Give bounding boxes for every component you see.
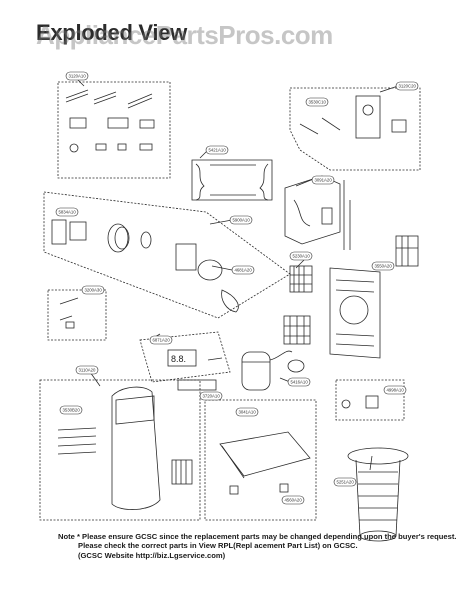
control-panel: 8.8.	[139, 331, 231, 391]
callout-fan-assembly: 5900A10	[229, 215, 253, 225]
callout-fan-motor: 4681A20	[231, 265, 255, 275]
page-header: Exploded View AppliancePartsPros.com	[36, 20, 416, 52]
svg-text:3041A10: 3041A10	[239, 410, 257, 415]
cabinet-top-panel	[284, 175, 351, 250]
fan-assembly-group	[43, 191, 291, 319]
svg-text:3200A30: 3200A30	[85, 288, 103, 293]
note-line-1: Note * Please ensure GCSC since the repl…	[58, 532, 457, 541]
svg-text:3530C10: 3530C10	[309, 100, 327, 105]
svg-text:3530B20: 3530B20	[63, 408, 81, 413]
callout-fan-housing: 5834A10	[55, 207, 79, 217]
evaporator-coil	[191, 159, 273, 201]
svg-text:5416A10: 5416A10	[291, 380, 309, 385]
main-cabinet	[39, 379, 201, 521]
callout-drain-cap: 4998A10	[383, 385, 407, 395]
accessory-kit-group	[57, 81, 171, 179]
filter-screen	[283, 235, 419, 345]
svg-text:4998A10: 4998A10	[387, 388, 405, 393]
svg-text:3110A20: 3110A20	[79, 368, 96, 373]
svg-text:6871A20: 6871A20	[153, 338, 171, 343]
svg-text:4560A20: 4560A20	[285, 498, 303, 503]
svg-text:5834A10: 5834A10	[59, 210, 77, 215]
callout-control-panel: 3720A10	[199, 391, 223, 401]
watermark: AppliancePartsPros.com	[36, 20, 333, 50]
callout-compressor: 5416A10	[287, 377, 311, 387]
svg-text:3091A20: 3091A20	[315, 178, 333, 183]
callout-filter: 5230A10	[289, 251, 313, 261]
compressor	[241, 350, 305, 391]
base-pan	[204, 399, 317, 521]
svg-text:3550A20: 3550A20	[375, 264, 393, 269]
callout-misc-left: 3200A30	[81, 285, 105, 295]
callout-kit: 3120A10	[65, 71, 89, 81]
svg-text:3720A10: 3720A10	[203, 394, 221, 399]
replacement-note: Note * Please ensure GCSC since the repl…	[58, 532, 457, 560]
callout-filter-frame: 3550A20	[371, 261, 395, 271]
note-line-3: (GCSC Website http://biz.Lgservice.com)	[78, 550, 226, 560]
filter-frame	[329, 267, 381, 359]
drain-cap-group	[335, 379, 405, 421]
misc-part-group	[47, 289, 107, 341]
svg-text:5900A10: 5900A10	[233, 218, 251, 223]
callout-cabinet-top: 3091A20	[311, 175, 335, 185]
callout-top-right: 3120C20	[395, 81, 419, 91]
svg-text:3120C20: 3120C20	[399, 84, 417, 89]
callout-exhaust-hose: 5251A20	[333, 477, 357, 487]
callout-cabinet-front: 3110A20	[75, 365, 99, 375]
svg-text:5230A10: 5230A10	[293, 254, 311, 259]
callout-evap-frame: 5421A10	[205, 145, 229, 155]
svg-text:5251A20: 5251A20	[337, 480, 355, 485]
rear-cover-group	[289, 87, 421, 171]
svg-text:8.8.: 8.8.	[171, 354, 186, 364]
callout-display-pcb: 6871A20	[149, 335, 173, 345]
exhaust-hose	[347, 447, 409, 542]
note-line-2: Please check the correct parts in View R…	[78, 541, 358, 551]
callout-front-grille: 3530B20	[59, 405, 83, 415]
svg-text:3120A10: 3120A10	[69, 74, 87, 79]
callout-rear-cover: 3530C10	[305, 97, 329, 107]
page-title: Exploded View	[36, 20, 187, 45]
svg-text:5421A10: 5421A10	[209, 148, 227, 153]
svg-text:4681A20: 4681A20	[235, 268, 253, 273]
callout-caster: 4560A20	[281, 495, 305, 505]
callout-base-pan: 3041A10	[235, 407, 259, 417]
